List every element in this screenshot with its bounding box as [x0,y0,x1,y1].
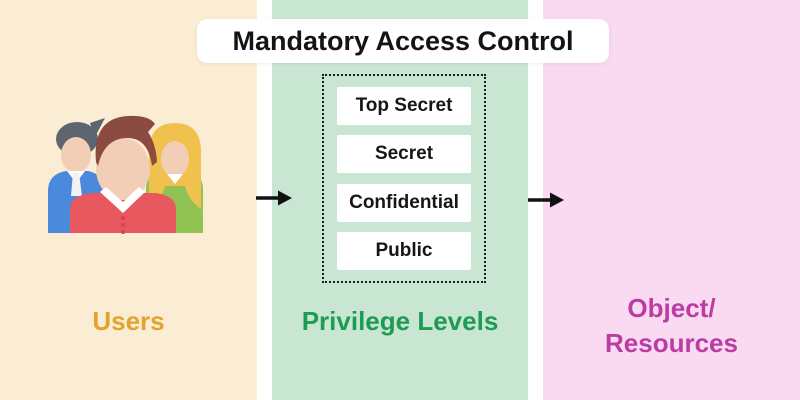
privilege-panel: Top Secret Secret Confidential Public Pr… [272,0,528,400]
objects-panel: Object/ Resources [543,0,800,400]
privilege-levels-container: Top Secret Secret Confidential Public [322,74,486,283]
users-group-icon [48,115,203,234]
arrow-users-to-privileges [256,190,292,206]
user-center [70,115,176,234]
level-secret: Secret [337,135,471,174]
level-top-secret: Top Secret [337,86,471,125]
objects-label: Object/ Resources [543,291,800,361]
diagram-title: Mandatory Access Control [197,19,609,63]
users-label: Users [92,306,165,336]
arrow-privileges-to-objects [528,192,564,208]
objects-label-line2: Resources [605,328,738,358]
users-panel: Users [0,0,257,400]
privilege-levels-label: Privilege Levels [301,306,499,336]
level-public: Public [337,232,471,271]
level-confidential: Confidential [337,183,471,222]
objects-label-line1: Object/ [627,293,716,323]
